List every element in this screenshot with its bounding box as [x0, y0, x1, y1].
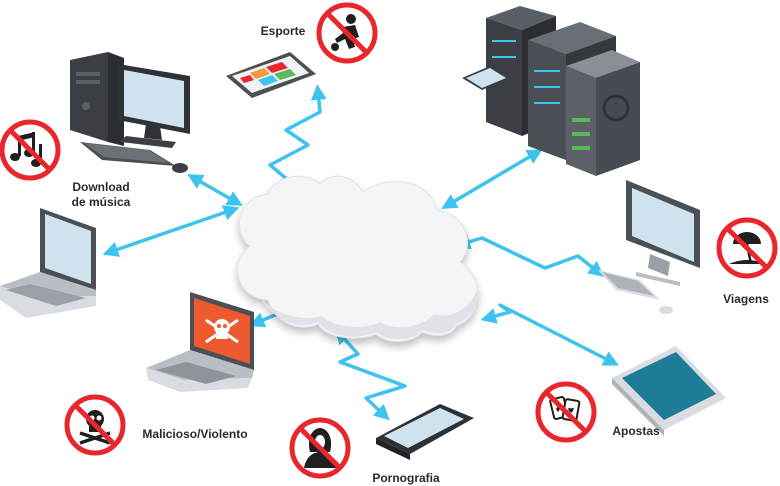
link-sports [268, 84, 327, 192]
link-smartphone [334, 328, 407, 421]
label-betting: Apostas [612, 424, 660, 438]
label-music-line1: Download [72, 180, 130, 194]
malicious-prohibited-badge [64, 394, 126, 456]
server-rack-icon [462, 6, 640, 176]
desktop-computer-icon [70, 52, 190, 173]
smartphone-icon [376, 404, 474, 460]
label-music-download: Download de música [56, 180, 146, 210]
link-laptop-left [102, 205, 240, 257]
label-music-line2: de música [71, 195, 131, 209]
malware-laptop-icon [146, 292, 254, 392]
label-travel: Viagens [723, 292, 769, 306]
laptop-icon [0, 208, 96, 318]
link-desktop [187, 174, 243, 206]
link-tablet-right [480, 303, 620, 366]
soccer-player-icon [331, 14, 359, 51]
skull-crossbones-icon [205, 318, 239, 344]
link-server [441, 148, 543, 210]
label-sports: Esporte [260, 24, 306, 38]
label-malicious: Malicioso/Violento [142, 427, 248, 441]
sports-prohibited-badge [316, 2, 378, 64]
label-porn: Pornografia [372, 471, 440, 485]
betting-prohibited-badge [535, 381, 597, 443]
music-prohibited-badge [0, 119, 61, 181]
tablet-icon [226, 52, 316, 98]
monitor-icon [598, 180, 700, 314]
cloud-icon [237, 175, 479, 342]
travel-prohibited-badge [716, 217, 778, 279]
porn-prohibited-badge [289, 417, 351, 479]
link-monitor [454, 234, 605, 277]
tablet-icon-large [612, 346, 726, 436]
